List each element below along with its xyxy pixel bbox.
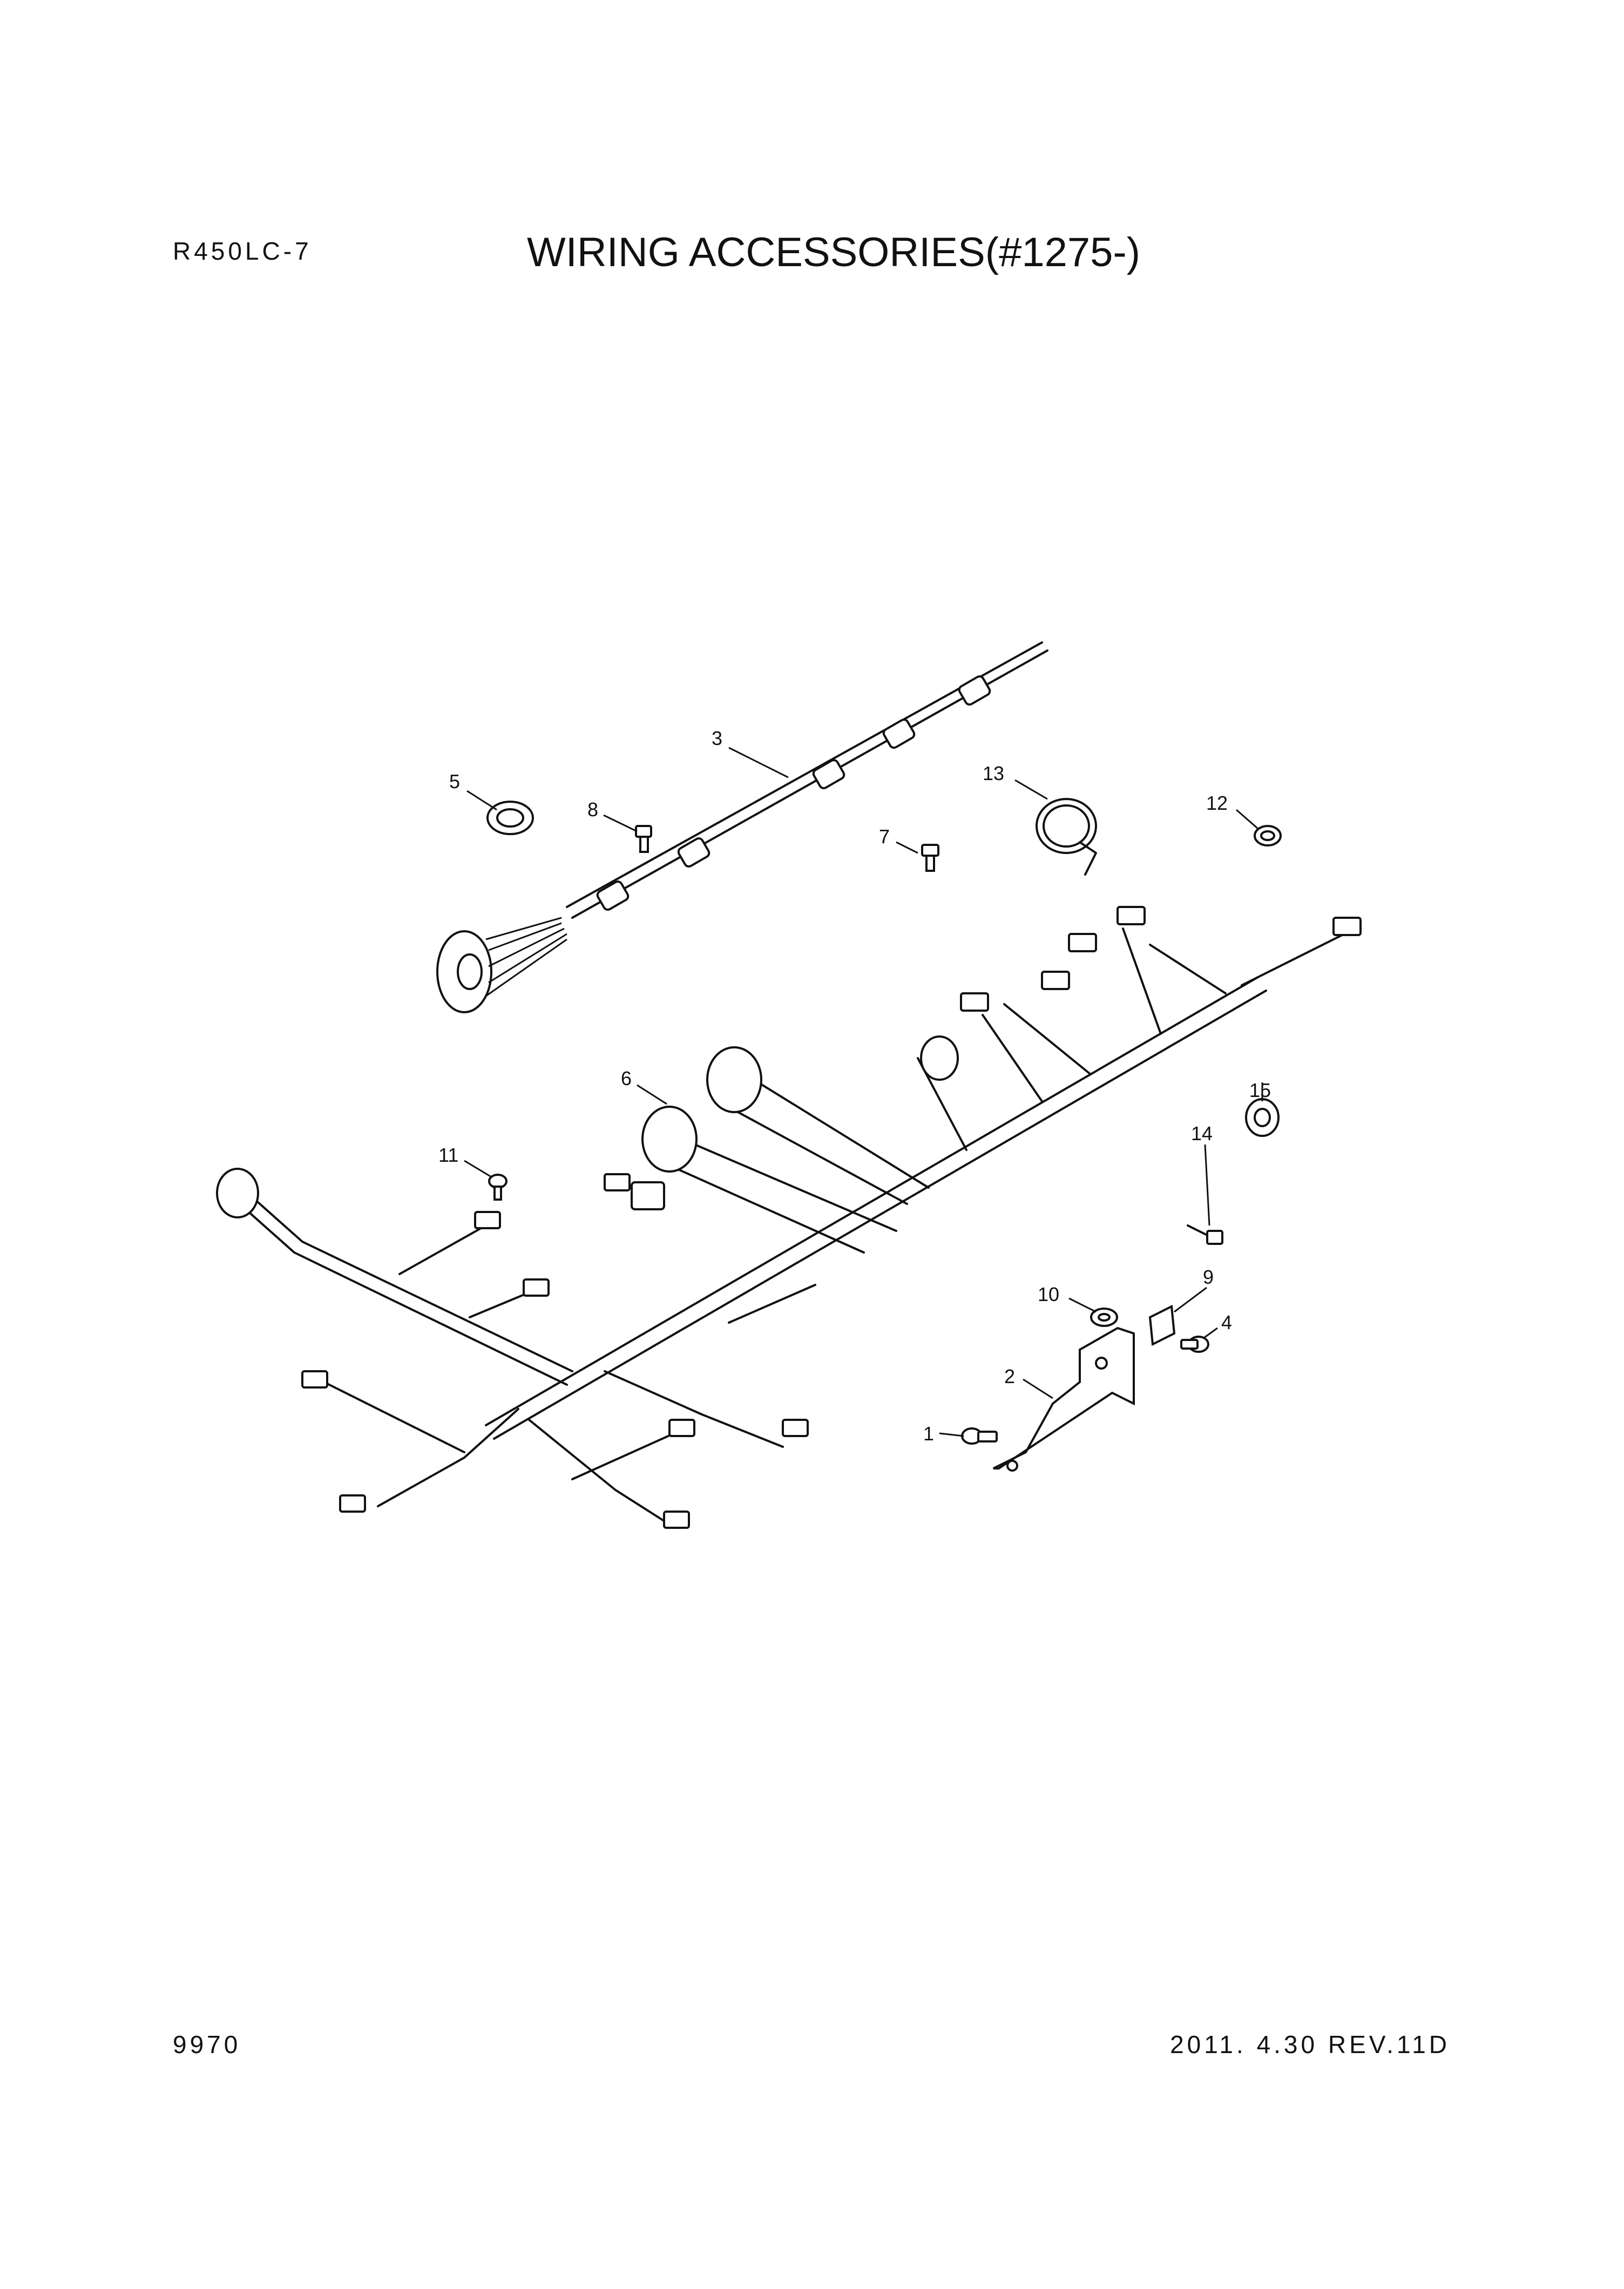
plate-part bbox=[1148, 1304, 1176, 1346]
main-harness bbox=[216, 906, 1362, 1529]
upper-harness bbox=[436, 641, 1048, 1013]
callout-11: 11 bbox=[438, 1144, 458, 1166]
callout-13: 13 bbox=[983, 762, 1004, 784]
nut-part bbox=[486, 801, 534, 835]
bolt-part bbox=[635, 825, 652, 853]
connector bbox=[339, 1494, 366, 1513]
connector bbox=[474, 1211, 501, 1229]
date-revision: 2011. 4.30 REV.11D bbox=[1170, 2030, 1450, 2058]
connector bbox=[1332, 917, 1362, 936]
callout-12: 12 bbox=[1206, 792, 1228, 814]
callout-1: 1 bbox=[923, 1423, 934, 1445]
callout-6: 6 bbox=[621, 1067, 632, 1089]
connector bbox=[960, 992, 989, 1012]
washer-part bbox=[1090, 1308, 1118, 1327]
bracket-part bbox=[993, 1326, 1135, 1472]
page-number: 9970 bbox=[173, 2030, 241, 2058]
bolt-part bbox=[1187, 1224, 1223, 1245]
page-title: WIRING ACCESSORIES(#1275-) bbox=[527, 229, 1141, 275]
connector bbox=[631, 1181, 665, 1210]
connector bbox=[782, 1419, 809, 1437]
bolt-part bbox=[1180, 1336, 1209, 1353]
bolt-part bbox=[961, 1427, 998, 1445]
callout-14: 14 bbox=[1191, 1122, 1213, 1144]
connector bbox=[1116, 906, 1146, 925]
connector bbox=[1041, 971, 1070, 990]
grommet-part bbox=[1245, 1098, 1280, 1137]
callout-3: 3 bbox=[712, 727, 722, 749]
connector bbox=[1068, 933, 1097, 952]
callout-5: 5 bbox=[449, 770, 460, 793]
connector bbox=[663, 1511, 690, 1529]
callout-15: 15 bbox=[1249, 1079, 1271, 1101]
callout-7: 7 bbox=[879, 825, 890, 848]
connector bbox=[668, 1419, 695, 1437]
connector bbox=[523, 1278, 550, 1297]
grommet bbox=[436, 917, 567, 1013]
harness-clamp bbox=[596, 675, 991, 911]
callout-labels: 1 2 3 4 5 6 7 8 9 10 11 12 13 14 15 bbox=[438, 727, 1271, 1445]
callout-10: 10 bbox=[1038, 1283, 1059, 1305]
screw-part bbox=[488, 1174, 508, 1201]
bolt-part bbox=[921, 844, 939, 872]
callout-9: 9 bbox=[1203, 1266, 1214, 1288]
callout-2: 2 bbox=[1004, 1365, 1015, 1387]
callout-8: 8 bbox=[587, 798, 598, 821]
model-number: R450LC-7 bbox=[173, 237, 312, 265]
cable-tie bbox=[1036, 798, 1097, 876]
leader-lines bbox=[464, 747, 1263, 1437]
callout-4: 4 bbox=[1221, 1311, 1232, 1333]
nut-part bbox=[1254, 825, 1282, 846]
connector bbox=[301, 1370, 328, 1389]
connector bbox=[604, 1173, 631, 1191]
